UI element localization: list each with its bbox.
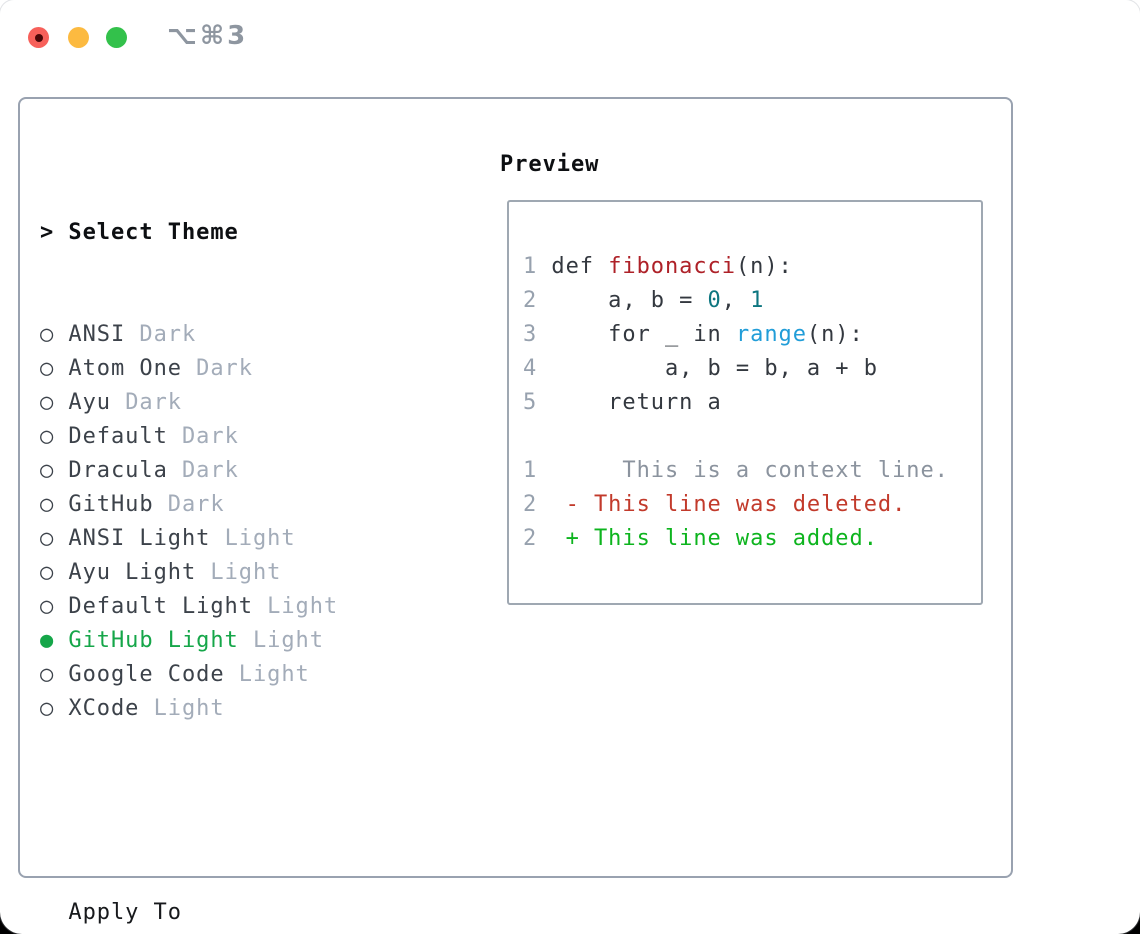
code-line: 2 + This line was added.: [523, 522, 981, 556]
line-number: 2: [523, 492, 538, 517]
select-theme-header: > Select Theme: [40, 216, 437, 250]
preview-header: Preview: [500, 152, 600, 177]
theme-options-list: ○ ANSI Dark○ Atom One Dark○ Ayu Dark○ De…: [40, 318, 437, 726]
code-token-deleted: - This line was deleted.: [565, 492, 907, 517]
theme-variant-tag: Light: [252, 628, 324, 653]
code-line: 1 def fibonacci(n):: [523, 250, 981, 284]
spacer: [40, 794, 437, 828]
line-number: 2: [523, 288, 538, 313]
code-line: 1 This is a context line.: [523, 454, 981, 488]
code-token-code: (n):: [735, 254, 793, 279]
theme-variant-tag: Dark: [139, 322, 197, 347]
radio-icon: ○: [40, 696, 55, 721]
line-number: 3: [523, 322, 538, 347]
code-line: 3 for _ in range(n):: [523, 318, 981, 352]
code-token-added: + This line was added.: [565, 526, 878, 551]
line-number: 1: [523, 254, 538, 279]
apply-to-header: Apply To: [68, 900, 182, 925]
theme-name: Atom One: [68, 356, 182, 381]
minimize-button[interactable]: [68, 27, 89, 48]
zoom-button[interactable]: [106, 27, 127, 48]
theme-name: GitHub Light: [68, 628, 239, 653]
theme-option-google-code[interactable]: ○ Google Code Light: [40, 658, 437, 692]
radio-icon: ○: [40, 424, 55, 449]
code-line: 2 - This line was deleted.: [523, 488, 981, 522]
theme-variant-tag: Dark: [196, 356, 253, 381]
radio-icon: ○: [40, 322, 55, 347]
theme-name: Default Light: [68, 594, 253, 619]
code-token-call: range: [735, 322, 807, 347]
code-token-code: a, b = b, a + b: [537, 356, 878, 381]
theme-variant-tag: Light: [267, 594, 339, 619]
code-line: 5 return a: [523, 386, 981, 420]
theme-name: ANSI Light: [68, 526, 211, 551]
radio-icon: ○: [40, 526, 55, 551]
theme-option-default[interactable]: ○ Default Dark: [40, 420, 437, 454]
close-button[interactable]: [28, 27, 49, 48]
theme-name: GitHub: [68, 492, 154, 517]
theme-option-xcode[interactable]: ○ XCode Light: [40, 692, 437, 726]
radio-icon: ○: [40, 594, 55, 619]
theme-variant-tag: Dark: [181, 424, 239, 449]
theme-option-dracula[interactable]: ○ Dracula Dark: [40, 454, 437, 488]
code-line: [523, 420, 981, 454]
code-token-code: return a: [537, 390, 722, 415]
prompt-caret-icon: >: [40, 220, 55, 245]
theme-name: Dracula: [68, 458, 168, 483]
code-token-context: This is a context line.: [537, 458, 949, 483]
line-number: 5: [523, 390, 538, 415]
theme-variant-tag: Light: [224, 526, 296, 551]
code-line: 2 a, b = 0, 1: [523, 284, 981, 318]
theme-name: Default: [68, 424, 168, 449]
theme-option-default-light[interactable]: ○ Default Light Light: [40, 590, 437, 624]
line-number: 2: [523, 526, 538, 551]
theme-list-column: > Select Theme ○ ANSI Dark○ Atom One Dar…: [40, 148, 437, 934]
theme-option-github-light[interactable]: ● GitHub Light Light: [40, 624, 437, 658]
theme-variant-tag: Light: [153, 696, 225, 721]
close-dot-icon: [34, 33, 43, 42]
theme-option-ansi[interactable]: ○ ANSI Dark: [40, 318, 437, 352]
code-token-code: for _ in: [537, 322, 736, 347]
theme-option-ayu-light[interactable]: ○ Ayu Light Light: [40, 556, 437, 590]
code-token-number: 1: [750, 288, 765, 313]
radio-icon: ○: [40, 458, 55, 483]
theme-name: Ayu: [68, 390, 111, 415]
code-token-code: def: [537, 254, 609, 279]
theme-name: Ayu Light: [68, 560, 197, 585]
code-token-number: 0: [707, 288, 722, 313]
window-title: ⌥⌘3: [167, 21, 249, 51]
theme-name: ANSI: [68, 322, 126, 347]
theme-variant-tag: Dark: [167, 492, 225, 517]
theme-name: XCode: [68, 696, 140, 721]
theme-variant-tag: Dark: [125, 390, 182, 415]
code-token-function: fibonacci: [608, 254, 736, 279]
code-line: 4 a, b = b, a + b: [523, 352, 981, 386]
theme-option-github[interactable]: ○ GitHub Dark: [40, 488, 437, 522]
radio-icon: ○: [40, 492, 55, 517]
select-theme-title: Select Theme: [68, 220, 239, 245]
theme-option-ansi-light[interactable]: ○ ANSI Light Light: [40, 522, 437, 556]
code-token-code: [537, 526, 565, 551]
theme-variant-tag: Light: [210, 560, 282, 585]
radio-icon: ○: [40, 390, 55, 415]
radio-icon: ○: [40, 560, 55, 585]
line-number: 1: [523, 458, 538, 483]
theme-option-ayu[interactable]: ○ Ayu Dark: [40, 386, 437, 420]
theme-picker-panel: > Select Theme ○ ANSI Dark○ Atom One Dar…: [18, 97, 1013, 925]
theme-name: Google Code: [68, 662, 225, 687]
code-token-code: ,: [721, 288, 751, 313]
radio-icon: ○: [40, 662, 55, 687]
code-token-code: [537, 492, 565, 517]
code-token-code: (n):: [806, 322, 864, 347]
theme-variant-tag: Dark: [181, 458, 239, 483]
line-number: 4: [523, 356, 538, 381]
radio-icon: ○: [40, 356, 55, 381]
theme-variant-tag: Light: [238, 662, 310, 687]
radio-selected-icon: ●: [40, 628, 55, 653]
theme-option-atom-one[interactable]: ○ Atom One Dark: [40, 352, 437, 386]
code-token-code: a, b =: [537, 288, 708, 313]
